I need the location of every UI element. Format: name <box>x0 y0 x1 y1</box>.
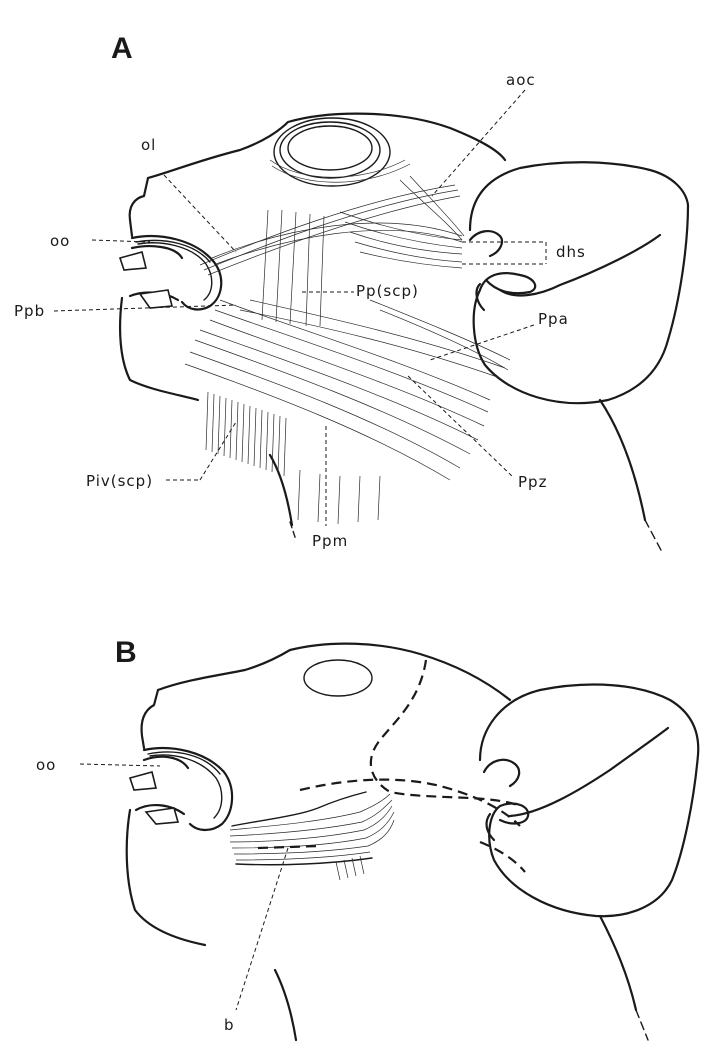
label-oo-b: oo <box>36 756 56 774</box>
label-oo: oo <box>50 232 70 250</box>
panel-b-dashed-boundaries <box>258 660 525 872</box>
panel-a-eye <box>270 118 410 186</box>
label-dhs: dhs <box>556 243 586 261</box>
label-ppm: Ppm <box>312 532 348 550</box>
panel-a-letter: A <box>111 32 133 65</box>
panel-b-letter: B <box>115 636 137 669</box>
panel-a-leader-lines <box>54 90 546 526</box>
panel-b-muscle-b <box>230 792 394 880</box>
panel-b-labels: oo b <box>36 756 235 1034</box>
label-ppa: Ppa <box>538 310 569 328</box>
label-aoc: aoc <box>506 71 536 89</box>
label-ol: ol <box>141 136 156 154</box>
label-ppb: Ppb <box>14 302 45 320</box>
label-pp-scp: Pp(scp) <box>356 282 419 300</box>
label-piv-scp: Piv(scp) <box>86 472 153 490</box>
panel-a-muscle-fibres <box>185 176 510 524</box>
panel-b-head-outline <box>127 644 699 1040</box>
panel-a: A <box>14 32 688 552</box>
panel-b: B <box>36 636 698 1040</box>
panel-b-leader-lines <box>80 764 288 1010</box>
panel-a-head-outline <box>120 114 688 552</box>
label-ppz: Ppz <box>518 473 547 491</box>
label-b: b <box>224 1016 235 1034</box>
panel-b-eye <box>304 660 372 696</box>
